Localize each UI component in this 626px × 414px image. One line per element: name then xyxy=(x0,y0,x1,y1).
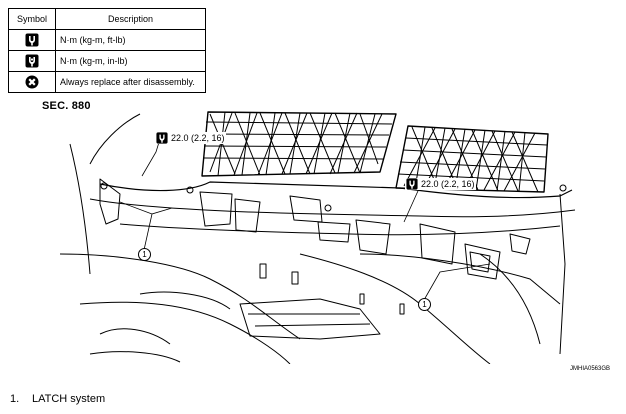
torque-label: 22.0 (2.2, 16) xyxy=(405,178,476,190)
torque-value: 22.0 (2.2, 16) xyxy=(421,179,475,189)
legend-row: N·m (kg-m, ft-lb) xyxy=(8,29,206,51)
torque-nm-kgm-ftlb-icon xyxy=(156,132,168,144)
callout-number: 1 xyxy=(138,248,151,261)
torque-nm-kgm-ftlb-icon xyxy=(406,178,418,190)
right-speaker-grille xyxy=(395,125,549,193)
footnote: 1. LATCH system xyxy=(10,393,105,405)
legend-description: N·m (kg-m, in-lb) xyxy=(55,50,206,72)
legend-symbol-cell xyxy=(8,29,56,51)
latch-diagram-illustration xyxy=(60,111,576,364)
legend-table: Symbol Description N·m (kg-m, ft-lb) N·m… xyxy=(8,8,206,93)
legend-symbol-cell xyxy=(8,50,56,72)
legend-description: N·m (kg-m, ft-lb) xyxy=(55,29,206,51)
section-label: SEC. 880 xyxy=(42,100,91,112)
legend-symbol-cell xyxy=(8,71,56,93)
callout-number: 1 xyxy=(418,298,431,311)
legend-header-description: Description xyxy=(55,8,206,30)
torque-label: 22.0 (2.2, 16) xyxy=(155,132,226,144)
legend-row: N·m (kg-m, in-lb) xyxy=(8,50,206,72)
legend-row: Always replace after disassembly. xyxy=(8,71,206,93)
left-speaker-grille xyxy=(201,111,397,177)
legend-header-row: Symbol Description xyxy=(8,8,206,30)
torque-nm-kgm-inlb-icon xyxy=(25,54,39,68)
torque-value: 22.0 (2.2, 16) xyxy=(171,133,225,143)
footnote-text: LATCH system xyxy=(32,393,106,405)
footnote-number: 1. xyxy=(10,393,20,405)
torque-nm-kgm-ftlb-icon xyxy=(25,33,39,47)
always-replace-icon xyxy=(25,75,39,89)
legend-header-symbol: Symbol xyxy=(8,8,56,30)
legend-description: Always replace after disassembly. xyxy=(55,71,206,93)
figure-code: JMHIA0563GB xyxy=(570,366,611,372)
